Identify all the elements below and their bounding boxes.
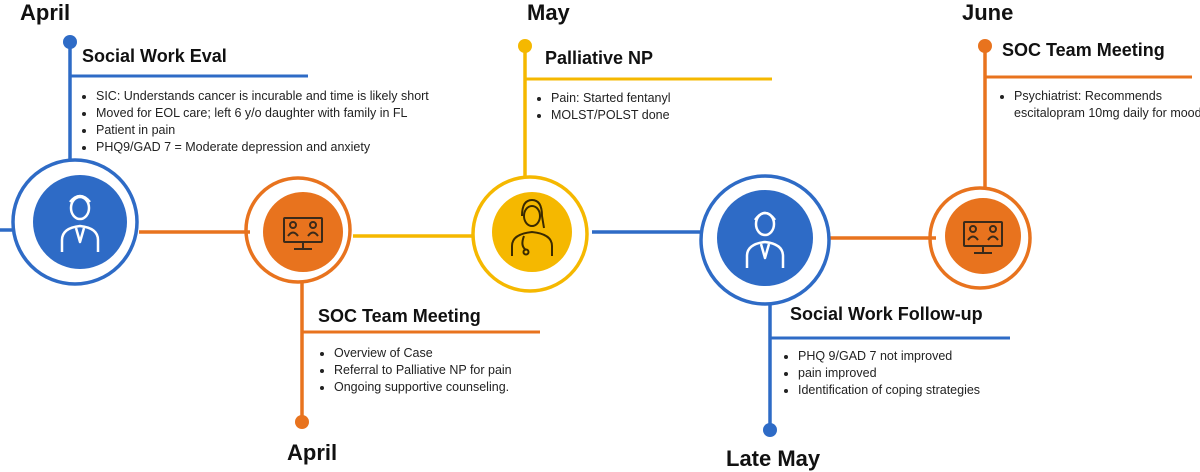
list-item: Identification of coping strategies bbox=[798, 382, 998, 399]
list-item: Psychiatrist: Recommends escitalopram 10… bbox=[1014, 88, 1200, 122]
dot-soc-team-meeting-1 bbox=[295, 415, 309, 429]
node-social-work-follow-up bbox=[717, 190, 813, 286]
list-item: Pain: Started fentanyl bbox=[551, 90, 771, 107]
bullet-list-soc-team-meeting-1: Overview of Case Referral to Palliative … bbox=[318, 345, 594, 396]
bullet-list-palliative-np: Pain: Started fentanyl MOLST/POLST done bbox=[535, 90, 771, 124]
nurse-practitioner-icon bbox=[511, 199, 553, 256]
dot-soc-team-meeting-2 bbox=[978, 39, 992, 53]
list-item: Patient in pain bbox=[96, 122, 526, 139]
month-label-social-work-eval: April bbox=[20, 0, 71, 25]
event-social-work-eval bbox=[11, 35, 308, 286]
event-soc-team-meeting-1 bbox=[244, 176, 540, 429]
video-conference-icon bbox=[283, 217, 323, 250]
event-title-social-work-follow-up: Social Work Follow-up bbox=[790, 304, 983, 324]
month-label-soc-team-meeting-1: April bbox=[287, 440, 338, 465]
ring-palliative-np bbox=[471, 175, 589, 293]
social-worker-icon bbox=[60, 194, 100, 252]
dot-palliative-np bbox=[518, 39, 532, 53]
ring-soc-team-meeting-2 bbox=[928, 186, 1032, 290]
event-soc-team-meeting-2 bbox=[928, 39, 1192, 290]
list-item: PHQ 9/GAD 7 not improved bbox=[798, 348, 998, 365]
list-item: SIC: Understands cancer is incurable and… bbox=[96, 88, 526, 105]
video-conference-icon bbox=[963, 221, 1003, 254]
event-palliative-np bbox=[471, 39, 772, 293]
bullet-list-social-work-follow-up: PHQ 9/GAD 7 not improved pain improved I… bbox=[782, 348, 998, 399]
list-item: pain improved bbox=[798, 365, 998, 382]
bullet-list-social-work-eval: SIC: Understands cancer is incurable and… bbox=[80, 88, 526, 156]
event-title-soc-team-meeting-2: SOC Team Meeting bbox=[1002, 40, 1165, 60]
dot-social-work-follow-up bbox=[763, 423, 777, 437]
list-item: Referral to Palliative NP for pain bbox=[334, 362, 594, 379]
node-social-work-eval bbox=[33, 175, 127, 269]
list-item: PHQ9/GAD 7 = Moderate depression and anx… bbox=[96, 139, 526, 156]
ring-social-work-follow-up bbox=[699, 174, 831, 306]
list-item: Moved for EOL care; left 6 y/o daughter … bbox=[96, 105, 526, 122]
list-item: Overview of Case bbox=[334, 345, 594, 362]
dot-social-work-eval bbox=[63, 35, 77, 49]
event-title-social-work-eval: Social Work Eval bbox=[82, 46, 227, 66]
node-soc-team-meeting-1 bbox=[263, 192, 343, 272]
ring-soc-team-meeting-1 bbox=[244, 176, 352, 284]
ring-social-work-eval bbox=[11, 158, 139, 286]
social-worker-icon bbox=[745, 211, 785, 268]
timeline-connectors bbox=[0, 228, 936, 240]
event-title-soc-team-meeting-1: SOC Team Meeting bbox=[318, 306, 481, 326]
list-item: Ongoing supportive counseling. bbox=[334, 379, 594, 396]
event-title-palliative-np: Palliative NP bbox=[545, 48, 654, 68]
bullet-list-soc-team-meeting-2: Psychiatrist: Recommends escitalopram 10… bbox=[998, 88, 1200, 122]
node-soc-team-meeting-2 bbox=[945, 198, 1021, 274]
month-label-social-work-follow-up: Late May bbox=[726, 446, 821, 471]
event-social-work-follow-up bbox=[699, 174, 1010, 437]
month-label-palliative-np: May bbox=[527, 0, 570, 25]
list-item: MOLST/POLST done bbox=[551, 107, 771, 124]
month-label-soc-team-meeting-2: June bbox=[962, 0, 1014, 25]
